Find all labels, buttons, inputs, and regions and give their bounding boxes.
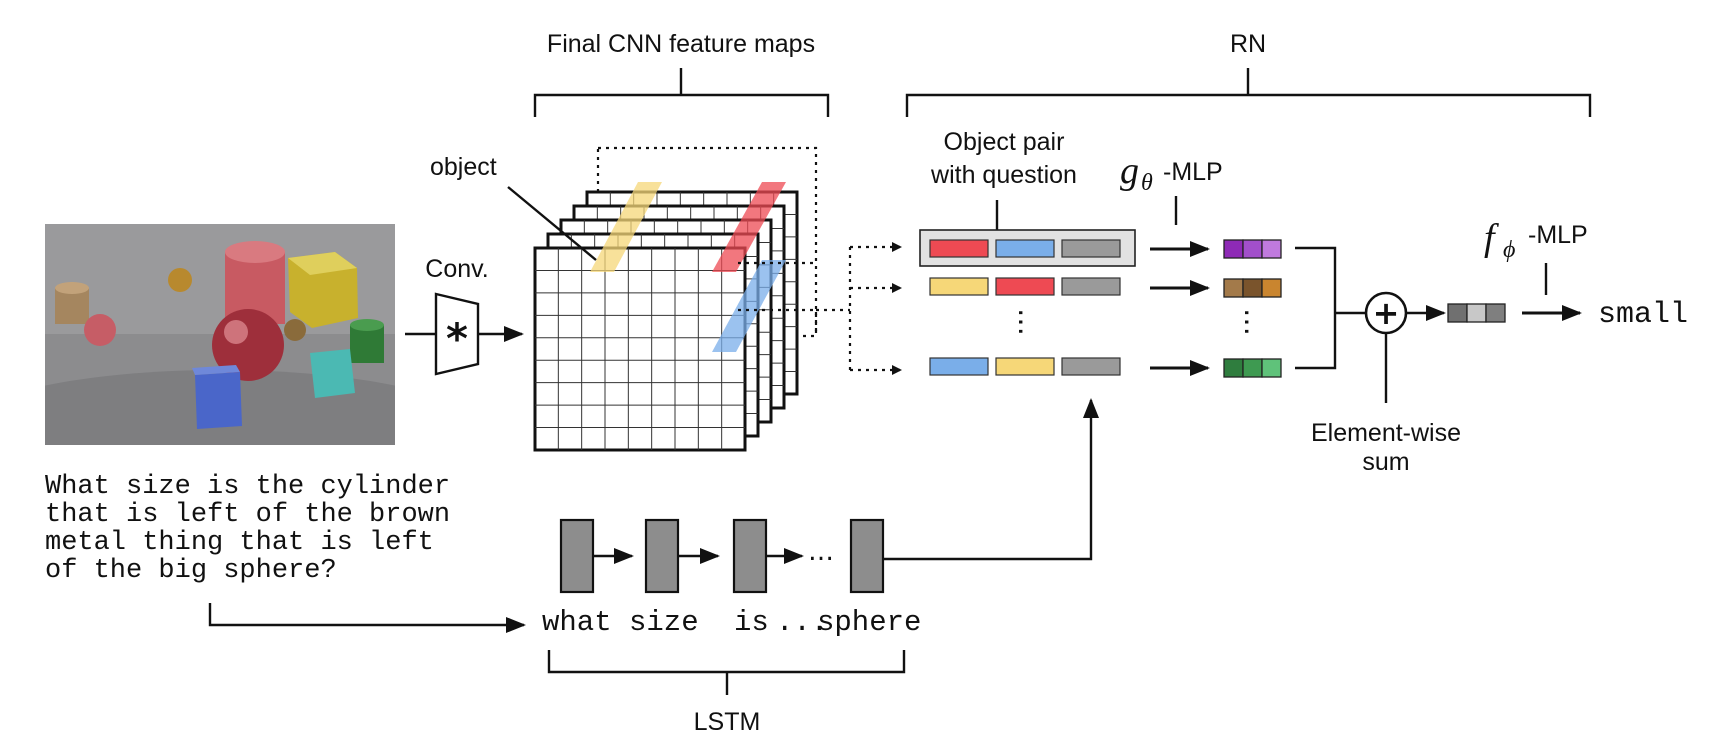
pair-vector-yellow [995,357,1055,376]
pair-vector-blue [929,357,989,376]
lstm-cell-3 [732,518,768,594]
pair-vector-red [995,277,1055,296]
f-phi-suffix: -MLP [1528,221,1588,249]
lstm-ellipsis: … [808,537,834,567]
conv-asterisk-icon: * [446,314,468,363]
pair-vector-gray [1061,239,1121,258]
g-output-vector [1223,358,1282,378]
cnn-feature-maps-brace: Final CNN feature maps [533,30,830,117]
question-line-4: of the big sphere? [45,556,337,586]
pair-vector-gray [1061,277,1121,296]
lstm-cell-1 [559,518,595,594]
lstm-cell-2 [644,518,680,594]
object-highlight-blue [712,260,786,352]
pair-vector-blue [995,239,1055,258]
object-label: object [430,153,497,181]
question-line-2: that is left of the brown [45,500,450,530]
feature-to-pairs-dotted-connectors [816,242,902,375]
lstm-word-what: what [542,606,612,639]
g-output-vector [1223,239,1282,259]
feature-map-layer [533,246,747,452]
feature-map-stack: object [430,146,818,452]
conv-label: Conv. [425,255,488,283]
lstm-word-size: size [629,606,699,639]
element-wise-sum-label-line-1: Element-wise [1311,419,1461,447]
rn-label: RN [1230,30,1266,58]
object-pair-row [929,277,1121,296]
lstm-cell-4 [849,518,885,594]
f-phi-subscript: ϕ [1503,237,1515,263]
g-theta-suffix: -MLP [1163,158,1223,186]
object-pair-label-line-1: Object pair [944,128,1065,156]
output-answer: small [1598,298,1688,332]
pairs-vertical-ellipsis: … [1012,308,1045,336]
g-theta-symbol: g [1120,150,1139,192]
cnn-feature-maps-label: Final CNN feature maps [547,30,815,58]
f-phi-mlp-label: f ϕ -MLP [1484,217,1588,295]
lstm-brace [547,650,906,695]
lstm-group: … what size is ... sphere LSTM [542,398,1099,736]
object-pairs-group: Object pair with question … [919,128,1136,376]
g-mlp-arrows [1150,241,1210,376]
lstm-label: LSTM [694,708,761,736]
summed-vector [1447,303,1506,323]
pair-vector-yellow [929,277,989,296]
question-text: What size is the cylinder that is left o… [45,472,450,586]
object-pointer-line [507,186,597,261]
object-highlight-red [712,182,786,272]
lstm-word-is: is [734,606,769,639]
object-highlight-yellow [590,182,662,272]
rn-brace: RN [905,30,1592,117]
plus-icon: + [1373,294,1400,332]
f-phi-symbol: f [1484,217,1499,259]
pair-vector-gray [1061,357,1121,376]
lstm-to-pairs-arrow [883,398,1099,561]
lstm-word-dots: ... [776,606,828,639]
object-pair-row [929,357,1121,376]
question-line-1: What size is the cylinder [45,472,450,502]
input-scene-image [45,224,395,445]
question-line-3: metal thing that is left [45,528,434,558]
outputs-vertical-ellipsis: … [1238,308,1271,336]
element-wise-sum: + Element-wise sum [1311,291,1461,476]
g-theta-subscript: θ [1141,170,1153,196]
lstm-word-sphere: sphere [817,606,921,639]
g-theta-mlp-label: g θ -MLP [1120,150,1223,225]
sum-bracket [1295,246,1370,370]
element-wise-sum-label-line-2: sum [1362,448,1409,476]
g-mlp-outputs: … [1223,239,1282,378]
g-output-vector [1223,278,1282,298]
question-to-lstm-arrow [208,603,526,633]
object-pair-label-line-2: with question [930,161,1077,189]
object-pair-row [929,239,1121,258]
pair-vector-red [929,239,989,258]
conv-block: Conv. * [425,255,489,376]
